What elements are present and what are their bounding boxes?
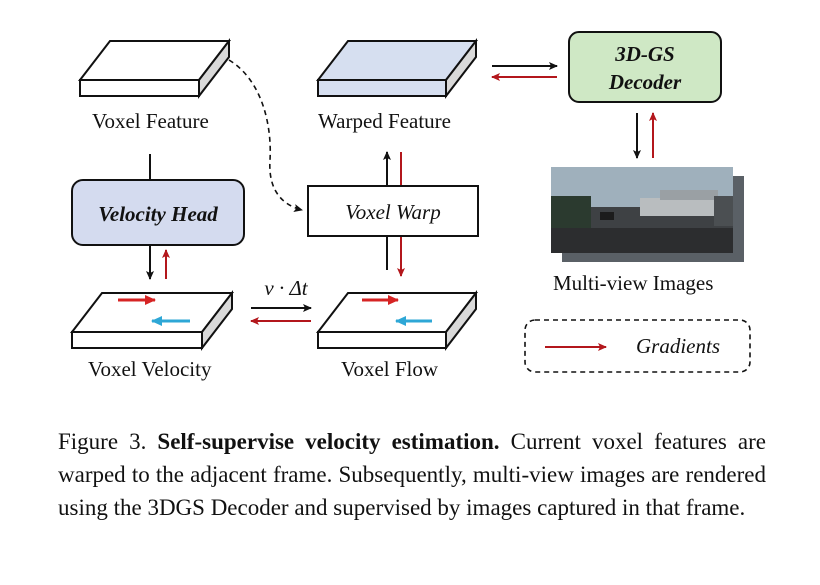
voxel-warp-label: Voxel Warp <box>345 200 440 224</box>
v-dt-label: v · Δt <box>264 276 308 300</box>
figure-caption: Figure 3. Self-supervise velocity estima… <box>58 425 766 524</box>
velocity-head-box <box>71 179 245 246</box>
caption-text: Current voxel features are warped to the… <box>58 429 767 520</box>
voxel-warp-box <box>307 185 479 237</box>
voxel-flow-label: Voxel Flow <box>341 357 439 381</box>
caption-prefix: Figure 3. <box>58 429 147 454</box>
legend-box <box>524 319 751 373</box>
legend-gradients-label: Gradients <box>636 334 720 358</box>
warped-feature-label: Warped Feature <box>318 109 451 133</box>
voxel-velocity-label: Voxel Velocity <box>88 357 212 381</box>
dashed-feature-to-warp <box>228 59 303 212</box>
multi-view-images <box>551 167 744 262</box>
voxel-feature-label: Voxel Feature <box>92 109 209 133</box>
voxel-velocity-slab <box>69 290 235 351</box>
voxel-feature-slab <box>77 38 232 99</box>
decoder-box <box>568 31 722 103</box>
diagram: Voxel Feature Warped Feature 3D-GS Decod… <box>69 31 751 381</box>
decoder-label-line2: Decoder <box>608 70 682 94</box>
warped-feature-slab <box>315 38 479 99</box>
caption-bold: Self-supervise velocity estimation. <box>157 429 500 454</box>
multi-view-label: Multi-view Images <box>553 271 713 295</box>
decoder-label-line1: 3D-GS <box>614 42 675 66</box>
voxel-flow-slab <box>315 290 479 351</box>
velocity-head-label: Velocity Head <box>98 202 218 226</box>
